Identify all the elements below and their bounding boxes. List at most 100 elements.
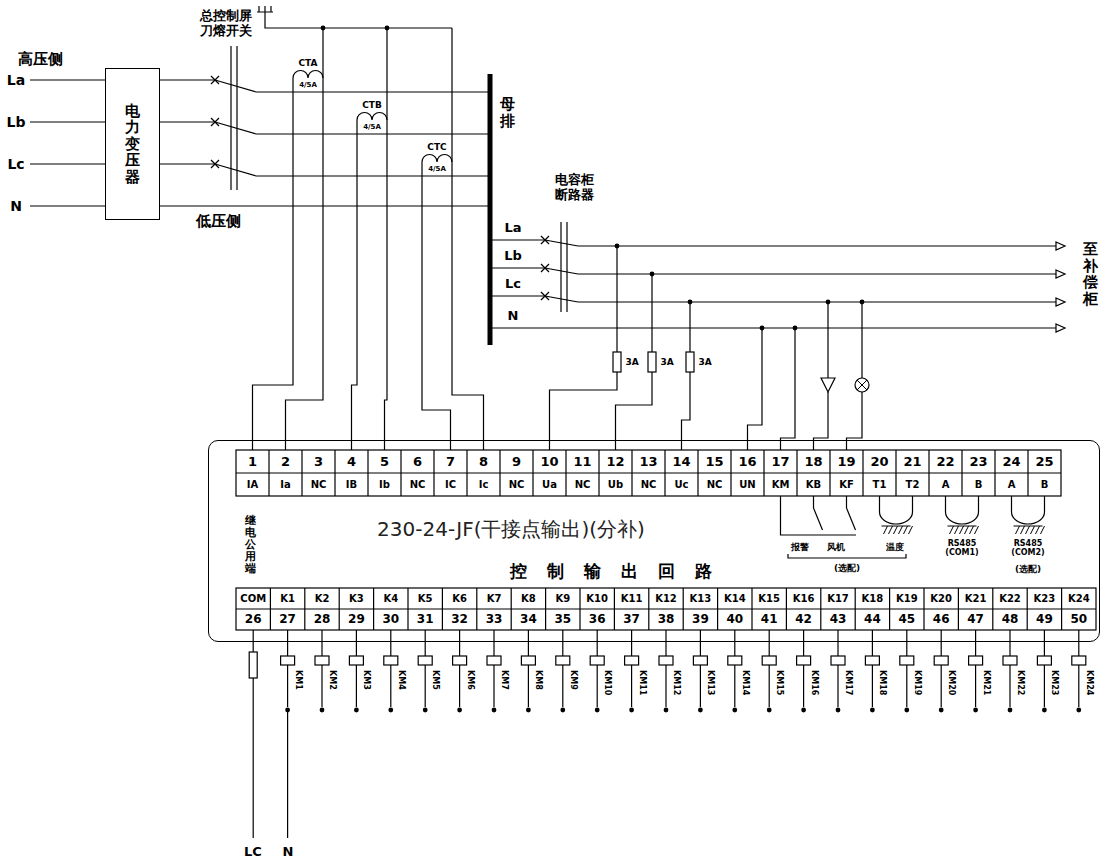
terminal-grid bbox=[442, 588, 443, 630]
terminal-number: 42 bbox=[795, 613, 812, 627]
terminal-grid bbox=[895, 450, 896, 496]
terminal-name: K13 bbox=[690, 593, 712, 605]
terminal-grid bbox=[433, 450, 434, 496]
relay-label: KM3 bbox=[362, 670, 371, 690]
phase-wire bbox=[578, 301, 1056, 302]
relay-coil bbox=[487, 656, 501, 665]
terminal-grid bbox=[1027, 588, 1028, 630]
terminal-name: K7 bbox=[487, 593, 502, 605]
terminal-number: 18 bbox=[804, 454, 822, 469]
fan-symbol bbox=[855, 378, 869, 392]
terminal-name: IA bbox=[247, 479, 258, 491]
terminal-name: NC bbox=[410, 479, 426, 491]
relay-wire bbox=[1009, 665, 1010, 707]
relay-label: KM8 bbox=[534, 670, 543, 690]
contact-blade bbox=[847, 508, 856, 530]
relay-coil bbox=[384, 656, 398, 665]
junction-dot bbox=[354, 708, 359, 713]
relay-wire bbox=[425, 665, 426, 707]
voltage-tap bbox=[550, 372, 618, 450]
terminal-name: K16 bbox=[793, 593, 815, 605]
junction-dot bbox=[423, 708, 428, 713]
terminal-grid bbox=[598, 450, 599, 496]
terminal-number: 11 bbox=[573, 454, 591, 469]
arrow-head bbox=[1056, 324, 1065, 332]
relay-wire bbox=[631, 665, 632, 707]
terminal-name: B bbox=[1041, 479, 1049, 491]
terminal-grid bbox=[786, 588, 787, 630]
relay-coil bbox=[315, 656, 329, 665]
relay-label: KM24 bbox=[1085, 670, 1094, 695]
relay-wire bbox=[287, 665, 288, 707]
diagram-label: Lc bbox=[505, 277, 521, 292]
terminal-name: IC bbox=[445, 479, 456, 491]
diagram-label: 3A bbox=[660, 357, 673, 367]
diagram-label: 低压侧 bbox=[196, 213, 241, 230]
relay-label: KM23 bbox=[1050, 670, 1059, 695]
relay-wire bbox=[975, 665, 976, 707]
relay-coil bbox=[659, 656, 673, 665]
junction-dot bbox=[801, 708, 806, 713]
relay-wire bbox=[321, 630, 322, 656]
relay-coil bbox=[453, 656, 467, 665]
relay-label: KM16 bbox=[809, 670, 818, 695]
diagram-label: RS485 (COM1) bbox=[944, 539, 981, 557]
relay-label: KM1 bbox=[293, 670, 302, 690]
terminal-grid bbox=[304, 588, 305, 630]
relay-label: KM20 bbox=[947, 670, 956, 695]
cable-loop bbox=[880, 496, 913, 524]
terminal-name: K17 bbox=[827, 593, 849, 605]
arrow-head bbox=[1056, 270, 1065, 278]
phase-wire bbox=[492, 267, 545, 268]
terminal-strip bbox=[236, 588, 1096, 630]
relay-wire bbox=[837, 665, 838, 707]
terminal-number: 19 bbox=[837, 454, 855, 469]
diagram-label: 4/5A bbox=[363, 123, 381, 131]
terminal-number: 28 bbox=[314, 613, 331, 627]
terminal-name: COM bbox=[240, 593, 266, 605]
relay-wire bbox=[1078, 630, 1079, 656]
terminal-number: 49 bbox=[1036, 613, 1053, 627]
neutral-tap bbox=[781, 328, 796, 450]
terminal-number: 29 bbox=[348, 613, 365, 627]
relay-wire bbox=[769, 665, 770, 707]
diagram-label: 报警 bbox=[791, 542, 809, 552]
terminal-number: 35 bbox=[554, 613, 571, 627]
relay-wire bbox=[700, 665, 701, 707]
terminal-name: Ua bbox=[542, 479, 557, 491]
diagram-label: LC bbox=[244, 845, 262, 860]
terminal-grid bbox=[339, 588, 340, 630]
diagram-label: 母排 bbox=[500, 96, 515, 129]
terminal-number: 41 bbox=[761, 613, 778, 627]
diagram-label: 至补偿柜 bbox=[1083, 241, 1098, 307]
arrow-head bbox=[1056, 298, 1065, 306]
relay-wire bbox=[425, 630, 426, 656]
shield-hatch bbox=[948, 526, 979, 534]
terminal-name: K8 bbox=[521, 593, 536, 605]
terminal-grid bbox=[334, 450, 335, 496]
relay-coil bbox=[556, 656, 570, 665]
contact-wire bbox=[846, 496, 847, 508]
terminal-number: 8 bbox=[479, 454, 488, 469]
junction-dot bbox=[904, 708, 909, 713]
relay-wire bbox=[356, 630, 357, 656]
terminal-name: Uc bbox=[674, 479, 688, 491]
terminal-grid bbox=[961, 450, 962, 496]
relay-wire bbox=[769, 630, 770, 656]
diagram-label: (选配) bbox=[1015, 564, 1041, 574]
relay-coil bbox=[418, 656, 432, 665]
junction-dot bbox=[560, 708, 565, 713]
terminal-name: T2 bbox=[906, 479, 920, 491]
diagram-label: CTB bbox=[362, 100, 382, 110]
fan-wire bbox=[847, 392, 863, 450]
terminal-name: K10 bbox=[586, 593, 608, 605]
diagram-label: 4/5A bbox=[299, 81, 317, 89]
terminal-name: K14 bbox=[724, 593, 746, 605]
relay-label: KM21 bbox=[981, 670, 990, 695]
terminal-grid bbox=[820, 588, 821, 630]
terminal-number: 32 bbox=[451, 613, 468, 627]
terminal-grid bbox=[889, 588, 890, 630]
phase-wire bbox=[160, 121, 215, 122]
relay-wire bbox=[665, 630, 666, 656]
relay-wire bbox=[1044, 665, 1045, 707]
